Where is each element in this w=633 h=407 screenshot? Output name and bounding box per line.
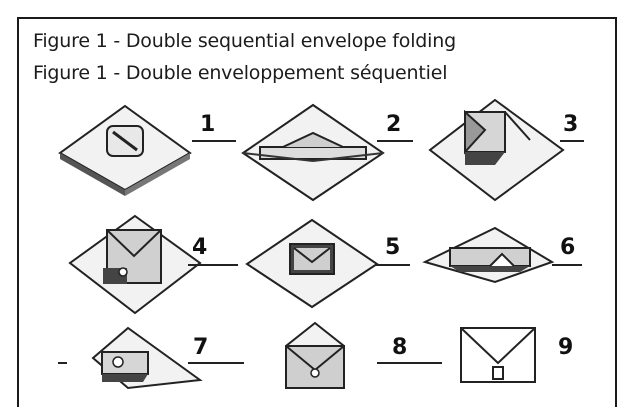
step-5-label-line bbox=[376, 264, 410, 266]
step-2-number: 2 bbox=[386, 112, 401, 137]
step-6-label-line bbox=[552, 264, 582, 266]
step-3-label-line bbox=[560, 140, 584, 142]
step-9-number: 9 bbox=[558, 335, 573, 360]
figure-title-french: Figure 1 - Double enveloppement séquenti… bbox=[33, 62, 447, 84]
step-8-label-line bbox=[377, 362, 442, 364]
step-3-number: 3 bbox=[563, 112, 578, 137]
step-4-illustration bbox=[65, 208, 205, 318]
step-1-illustration bbox=[55, 98, 195, 198]
step-5-illustration bbox=[242, 212, 382, 312]
step-6-number: 6 bbox=[560, 235, 575, 260]
step-5-number: 5 bbox=[385, 235, 400, 260]
step-8-illustration bbox=[280, 318, 350, 393]
step-9-illustration bbox=[458, 325, 538, 385]
step-3-illustration bbox=[425, 90, 565, 205]
step-1-number: 1 bbox=[200, 112, 215, 137]
step-6-illustration bbox=[420, 220, 560, 290]
step-4-number: 4 bbox=[192, 235, 207, 260]
step-7-illustration bbox=[88, 318, 203, 393]
step-4-label-line bbox=[188, 264, 238, 266]
step-7-label-line bbox=[188, 362, 244, 364]
step-7-number: 7 bbox=[193, 335, 208, 360]
step-1-label-line bbox=[192, 140, 236, 142]
step-8-number: 8 bbox=[392, 335, 407, 360]
step-2-illustration bbox=[238, 95, 388, 205]
row-3-leading-dash bbox=[58, 362, 67, 364]
step-2-label-line bbox=[377, 140, 413, 142]
figure-title-english: Figure 1 - Double sequential envelope fo… bbox=[33, 30, 456, 52]
